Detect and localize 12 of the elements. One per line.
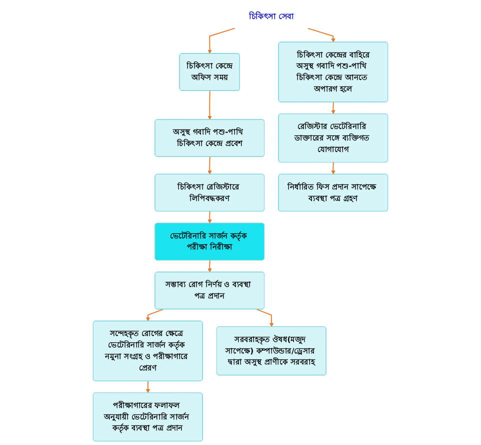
arrow xyxy=(331,162,336,175)
arrow xyxy=(208,260,212,272)
arrow xyxy=(146,380,150,394)
arrow xyxy=(208,90,212,120)
arrow xyxy=(146,308,164,322)
arrow xyxy=(331,102,336,114)
arrow xyxy=(256,308,274,328)
node-text: চিকিৎসা সেবা xyxy=(249,12,294,22)
arrow xyxy=(307,28,336,42)
arrow xyxy=(208,210,212,224)
arrow xyxy=(208,156,212,175)
arrow xyxy=(208,28,236,54)
